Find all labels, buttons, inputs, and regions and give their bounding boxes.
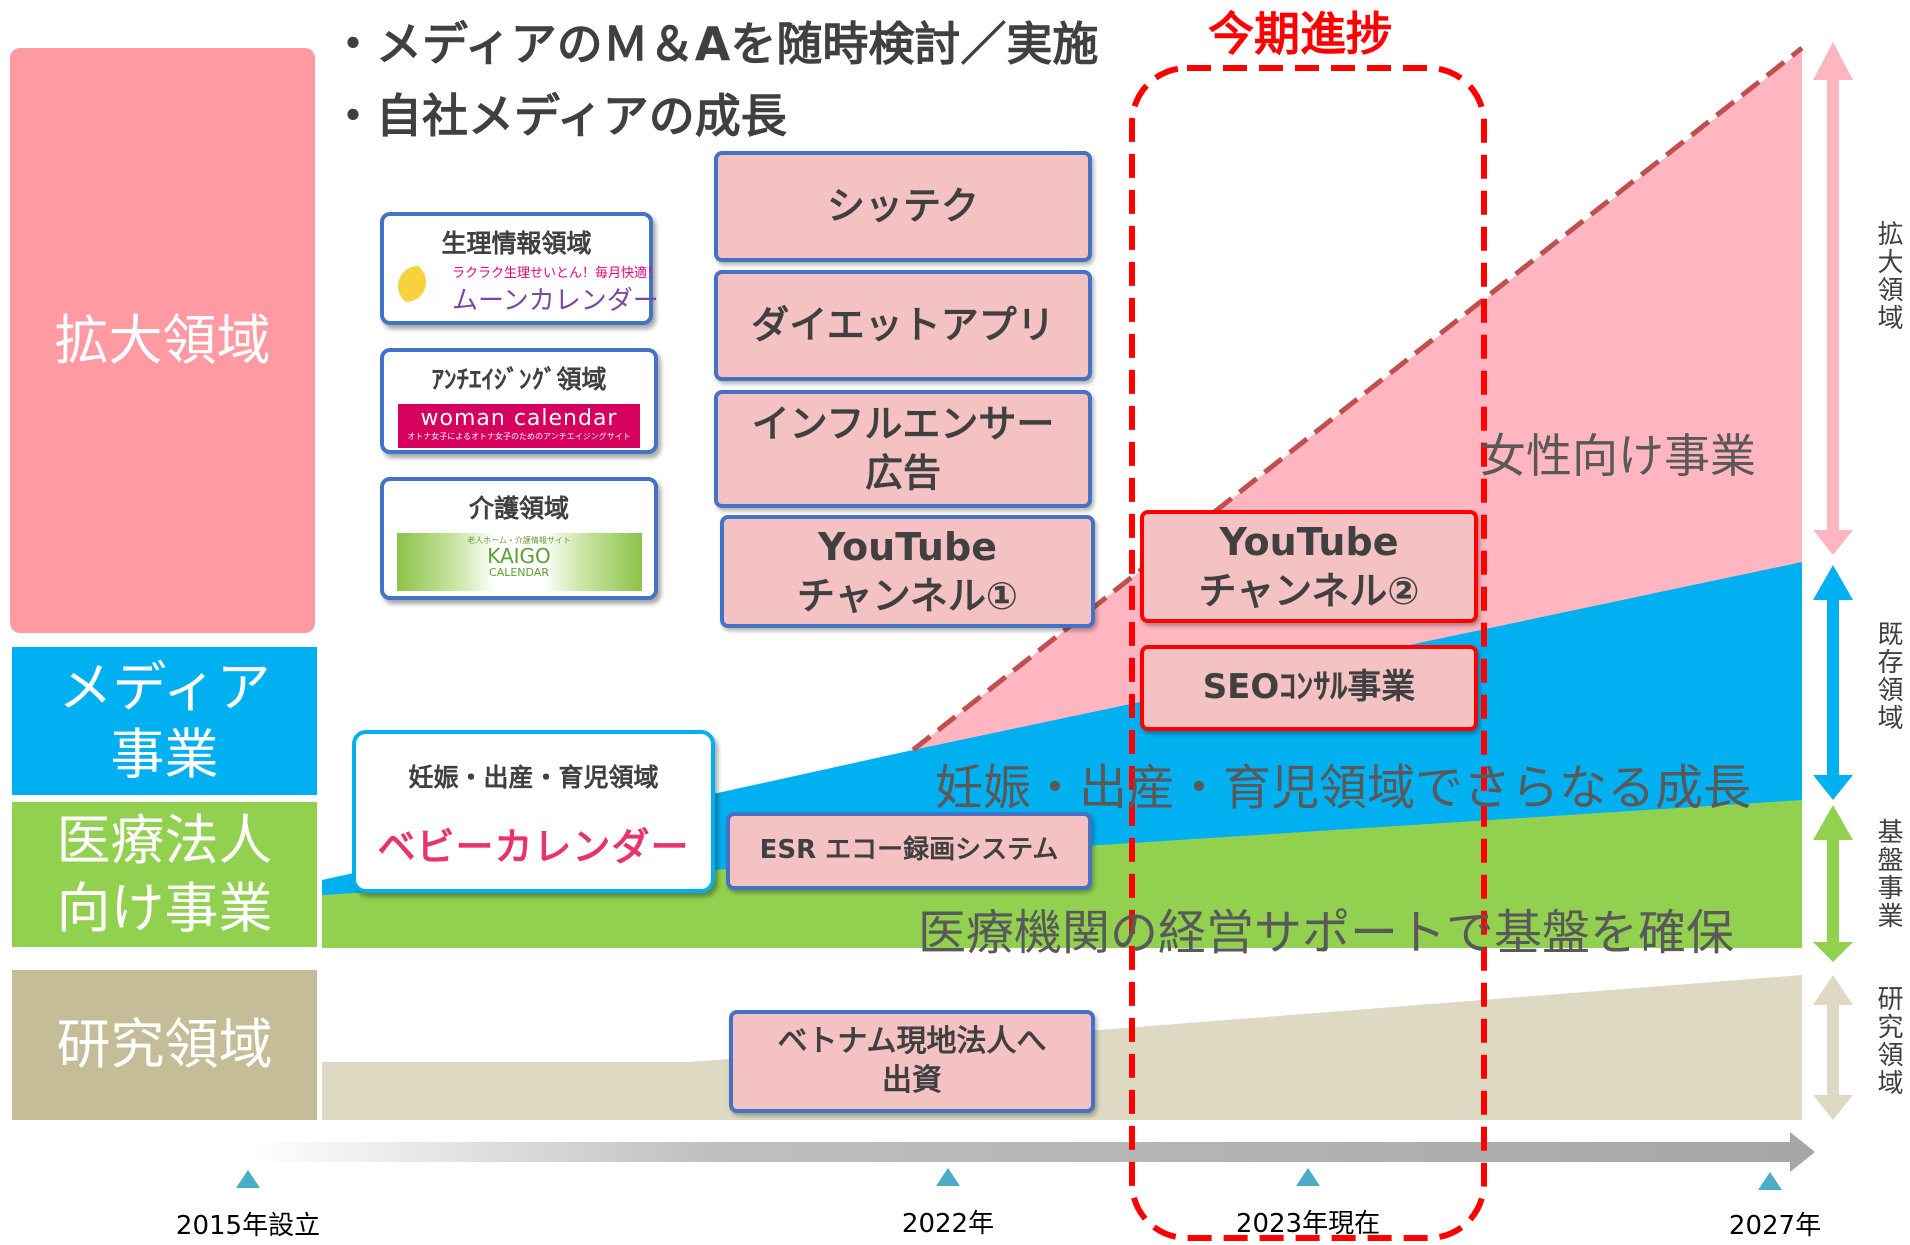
woman-calendar-card: ｱﾝﾁｴｲｼﾞﾝｸﾞ領域 woman calendar オトナ女子によるオトナ女…: [380, 348, 658, 454]
baby-card-title: 妊娠・出産・育児領域: [408, 763, 659, 792]
kaigo-brand2: CALENDAR: [489, 566, 549, 579]
right-label-expansion: 拡大領域: [1873, 220, 1903, 332]
box-youtube-1: YouTube チャンネル①: [720, 515, 1095, 628]
moon-brand: ムーンカレンダー: [452, 286, 659, 316]
timeline-marker: [1296, 1168, 1320, 1186]
right-label-existing: 既存領域: [1873, 620, 1903, 732]
timeline-arrowhead: [1790, 1132, 1815, 1172]
timeline-bar: [250, 1142, 1795, 1162]
timeline-marker: [1758, 1172, 1782, 1190]
box-shitteku: シッテク: [714, 151, 1092, 262]
bullet-own-media: ・自社メディアの成長: [330, 89, 787, 143]
progress-title: 今期進捗: [1208, 7, 1392, 61]
box-youtube-2: YouTube チャンネル②: [1140, 510, 1478, 623]
heading-expansion: 拡大領域: [10, 48, 315, 633]
right-label-research: 研究領域: [1873, 985, 1903, 1097]
baby-brand: ベビーカレンダー: [377, 825, 690, 869]
woman-calendar-logo: woman calendar オトナ女子によるオトナ女子のためのアンチエイジング…: [398, 404, 640, 448]
bullet-ma: ・メディアのＭ＆Aを随時検討／実施: [330, 17, 1099, 71]
kaigo-card-title: 介護領域: [468, 494, 569, 523]
woman-tagline: オトナ女子によるオトナ女子のためのアンチエイジングサイト: [407, 432, 631, 441]
box-esr-echo: ESR エコー録画システム: [726, 812, 1092, 890]
moon-tagline: ラクラク生理せいとん！毎月快適！: [452, 266, 661, 281]
kaigo-tagline: 老人ホーム・介護情報サイト: [467, 536, 571, 545]
woman-card-title: ｱﾝﾁｴｲｼﾞﾝｸﾞ領域: [431, 365, 607, 394]
label-women-business: 女性向け事業: [1480, 429, 1756, 483]
box-diet-app: ダイエットアプリ: [714, 270, 1092, 381]
timeline-marker: [936, 1168, 960, 1186]
expansion-arrow: [1813, 42, 1853, 555]
kaigo-calendar-card: 介護領域 老人ホーム・介護情報サイト KAIGO CALENDAR: [380, 477, 658, 600]
timeline-marker: [236, 1170, 260, 1188]
existing-arrow: [1813, 565, 1853, 800]
label-medical-foundation: 医療機関の経営サポートで基盤を確保: [918, 905, 1735, 961]
heading-medical-business: 医療法人 向け事業: [12, 802, 317, 947]
year-2027: 2027年: [1728, 1211, 1822, 1241]
box-seo-consulting: SEOｺﾝｻﾙ事業: [1140, 645, 1478, 731]
box-vietnam-investment: ベトナム現地法人へ 出資: [729, 1010, 1095, 1113]
box-influencer: インフルエンサー 広告: [714, 390, 1092, 508]
heading-research: 研究領域: [12, 970, 317, 1120]
year-2015: 2015年設立: [175, 1211, 321, 1241]
kaigo-brand: KAIGO: [487, 544, 551, 568]
right-label-base: 基盤事業: [1873, 818, 1903, 930]
baby-calendar-card: 妊娠・出産・育児領域 ベビーカレンダー: [352, 730, 715, 893]
year-2022: 2022年: [901, 1209, 995, 1239]
research-arrow: [1813, 975, 1853, 1120]
kaigo-calendar-logo: 老人ホーム・介護情報サイト KAIGO CALENDAR: [396, 533, 642, 591]
moon-card-title: 生理情報領域: [441, 229, 592, 258]
year-2023: 2023年現在: [1235, 1209, 1381, 1239]
heading-media-business: メディア 事業: [12, 647, 317, 795]
label-pregnancy-growth: 妊娠・出産・育児領域でさらなる成長: [935, 760, 1752, 816]
moon-calendar-card: 生理情報領域 ラクラク生理せいとん！毎月快適！ ムーンカレンダー: [380, 212, 660, 325]
base-arrow: [1813, 805, 1853, 962]
moon-icon: [398, 266, 438, 306]
growth-dashed-line: [911, 46, 1804, 752]
woman-brand: woman calendar: [420, 406, 618, 431]
current-progress-highlight: [1129, 65, 1487, 1241]
